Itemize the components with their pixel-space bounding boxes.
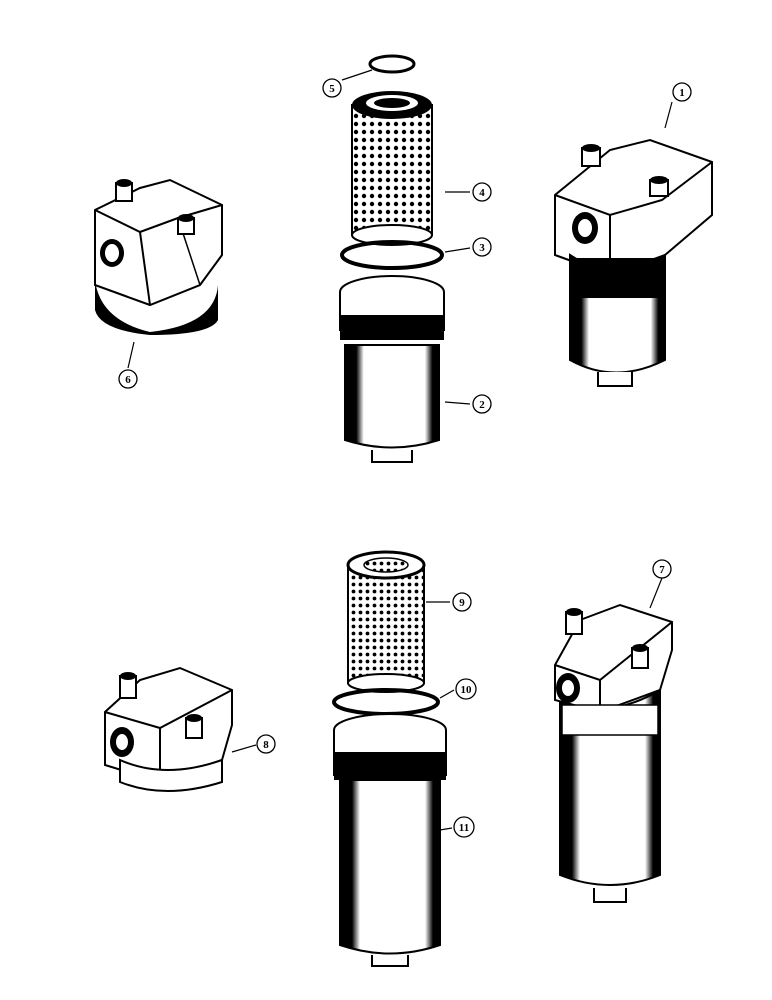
callout-label-6: 6 — [125, 374, 131, 386]
leader-line-5 — [341, 69, 373, 81]
callout-7: 7 — [652, 559, 672, 579]
filter-element-part-9 — [346, 550, 426, 693]
filter-assembly-part-1 — [554, 138, 713, 387]
callout-label-8: 8 — [263, 739, 269, 751]
callout-label-11: 11 — [459, 822, 469, 834]
callout-8: 8 — [256, 734, 276, 754]
callout-9: 9 — [452, 592, 472, 612]
callout-3: 3 — [472, 237, 492, 257]
leader-line-11 — [439, 827, 453, 831]
o-ring-part-5 — [368, 54, 416, 74]
filter-head-part-8 — [104, 666, 233, 792]
callout-label-3: 3 — [479, 242, 485, 254]
callout-11: 11 — [453, 816, 475, 838]
callout-label-5: 5 — [329, 83, 335, 95]
leader-line-7 — [649, 577, 663, 609]
filter-head-part-6 — [94, 178, 223, 335]
filter-bowl-part-11 — [333, 713, 447, 967]
o-ring-part-3 — [340, 240, 444, 270]
callout-label-7: 7 — [659, 564, 665, 576]
callout-label-2: 2 — [479, 399, 485, 411]
callout-5: 5 — [322, 78, 342, 98]
callout-10: 10 — [455, 678, 477, 700]
filter-element-part-4 — [351, 91, 433, 246]
callout-label-4: 4 — [479, 187, 485, 199]
filter-bowl-part-2 — [339, 275, 445, 463]
callout-label-9: 9 — [459, 597, 465, 609]
leader-lines — [127, 69, 673, 831]
callout-label-1: 1 — [679, 87, 685, 99]
callout-6: 6 — [118, 369, 138, 389]
callout-label-10: 10 — [461, 684, 473, 696]
leader-line-3 — [444, 247, 471, 253]
leader-line-8 — [231, 744, 257, 753]
leader-line-10 — [439, 689, 455, 699]
callout-4: 4 — [472, 182, 492, 202]
filter-assembly-part-7 — [554, 603, 673, 903]
o-ring-part-10 — [332, 688, 440, 716]
leader-line-1 — [664, 101, 673, 129]
callout-2: 2 — [472, 394, 492, 414]
leader-line-6 — [127, 341, 135, 369]
callout-1: 1 — [672, 82, 692, 102]
leader-line-2 — [444, 401, 471, 405]
